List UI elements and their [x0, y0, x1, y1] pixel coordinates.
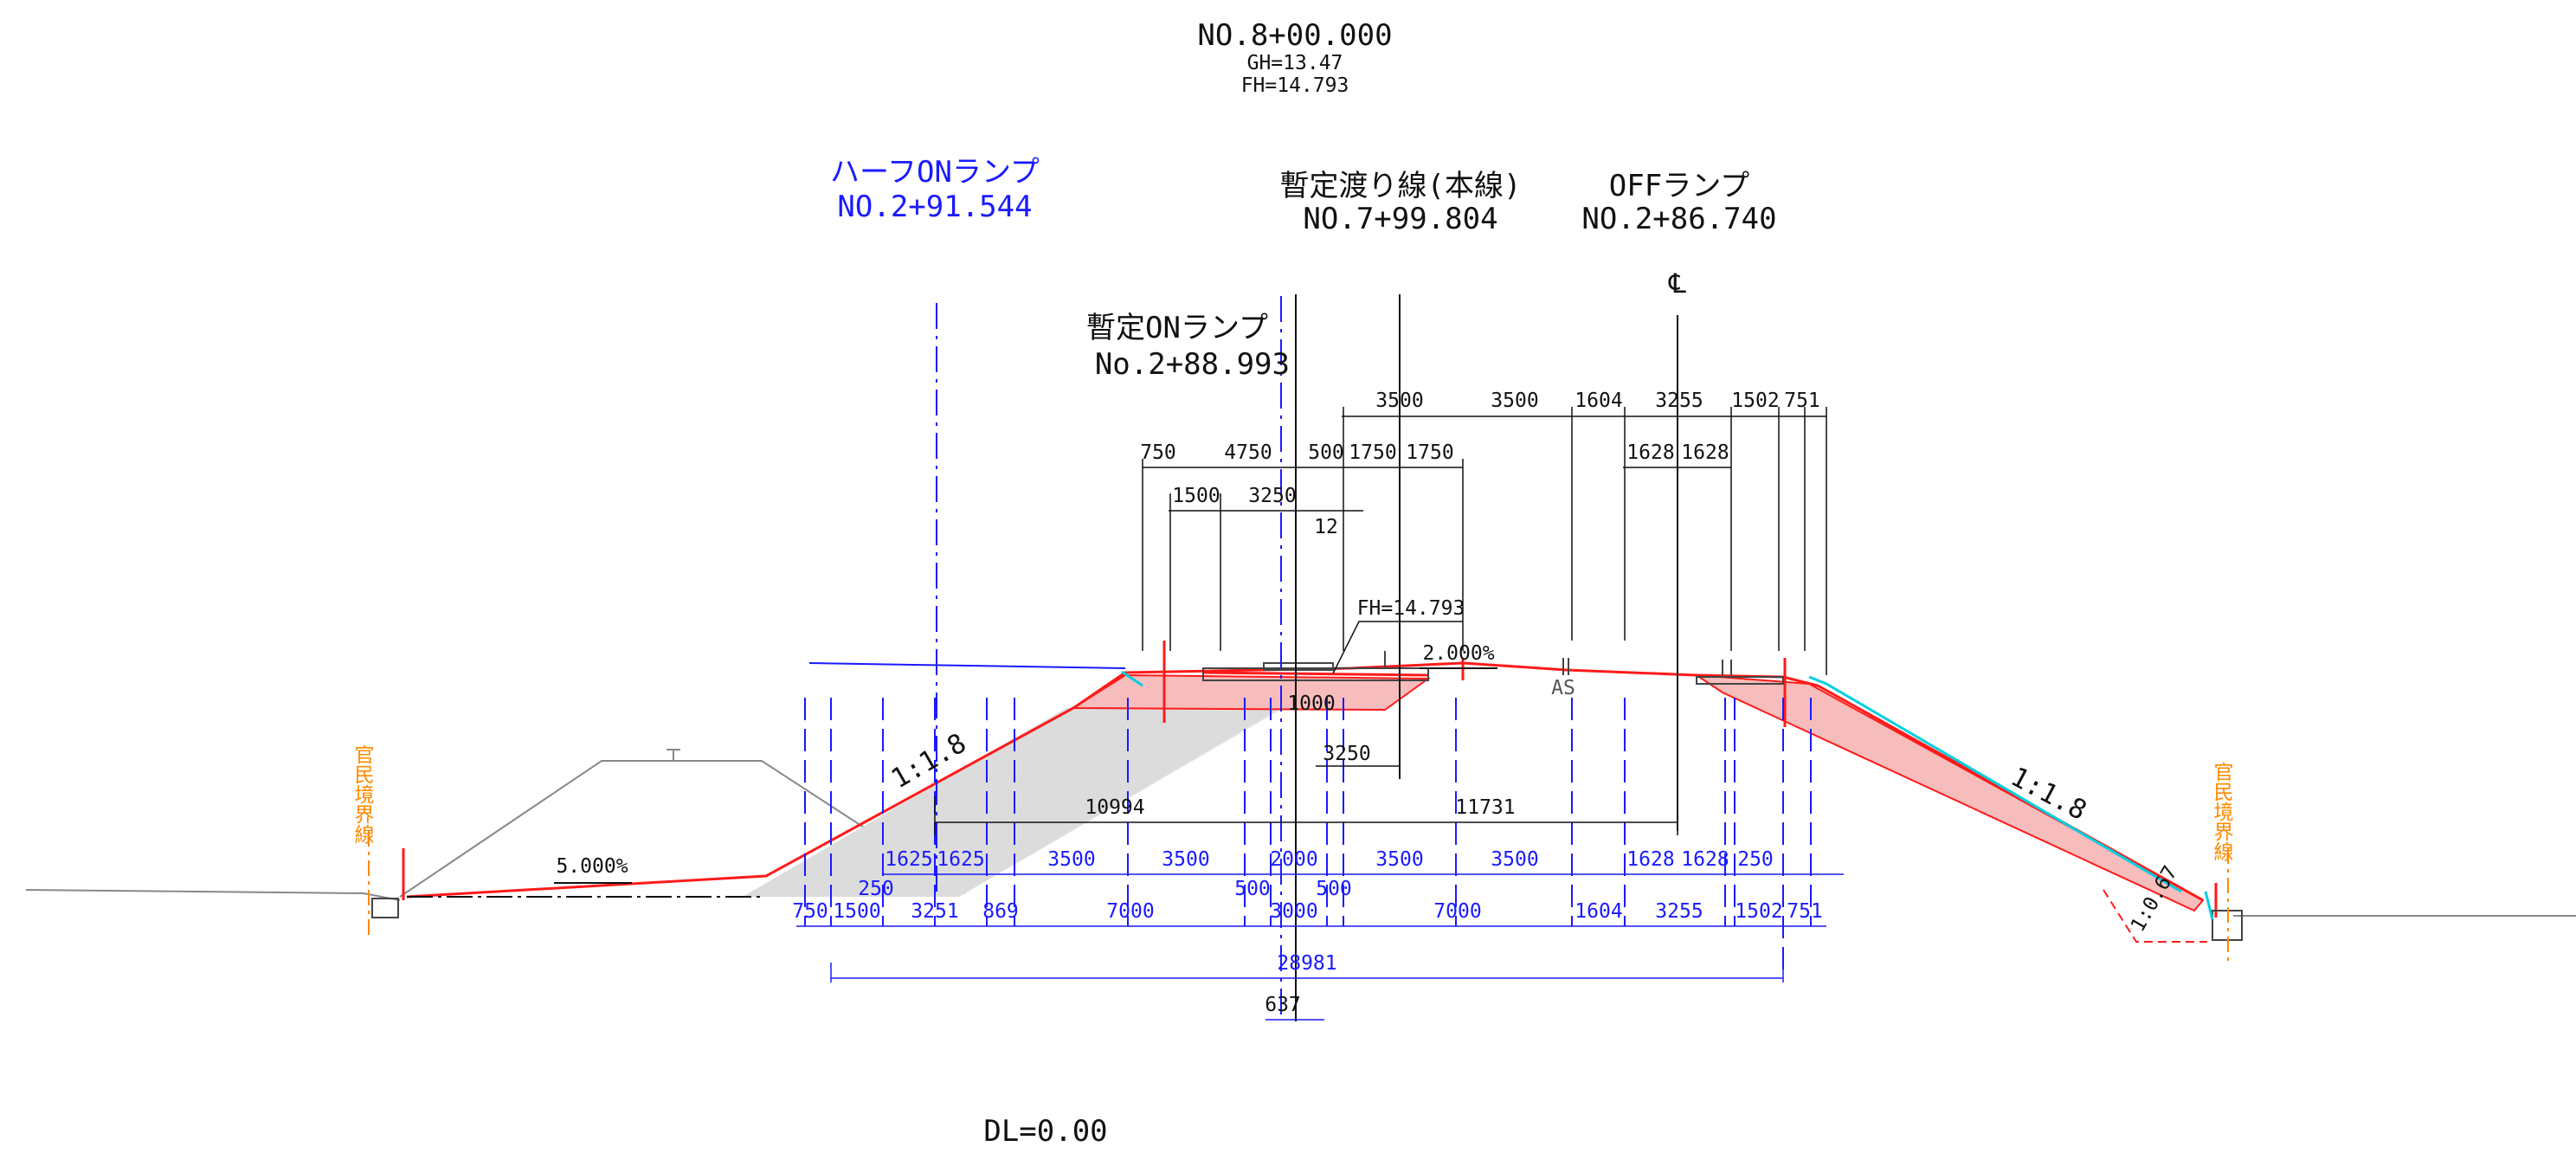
fh-leader: [1332, 621, 1463, 674]
dim-b-10: 1502: [1735, 900, 1782, 923]
dim-a-4: 3500: [1162, 848, 1209, 871]
structure-outlines: [371, 651, 2243, 941]
reference-verticals: [936, 296, 1282, 1021]
boundary-right-label: 官民境界線: [2210, 762, 2234, 861]
dim-2-1: 750: [1140, 441, 1176, 464]
dim-a-small-2: 500: [1234, 878, 1271, 900]
dim-2-4: 1750: [1349, 441, 1396, 464]
fh-value: FH=14.793: [1241, 74, 1349, 97]
mark-1000: 1000: [1287, 692, 1335, 715]
temp-crossover-label: 暫定渡り線(本線): [1280, 169, 1522, 203]
cut-area-fill-2: [743, 675, 1421, 897]
off-ramp-station: NO.2+86.740: [1581, 202, 1776, 236]
temp-on-ramp-label: 暫定ONランプ: [1086, 311, 1268, 345]
dim-b-8: 1604: [1575, 900, 1622, 923]
dim-a-1: 1625: [885, 848, 932, 871]
dim-mid-2: 11731: [1455, 796, 1515, 819]
road-surface: [406, 641, 2204, 902]
dim-a-9: 1628: [1681, 848, 1729, 871]
dim-b-6: 3000: [1270, 900, 1317, 923]
dim-top-3: 1604: [1575, 390, 1622, 412]
temp-on-ramp-station: No.2+88.993: [1095, 347, 1290, 382]
dim-b-11: 751: [1787, 900, 1823, 923]
dim-a-8: 1628: [1626, 848, 1674, 871]
off-ramp-label: OFFランプ: [1609, 169, 1749, 203]
dim-3-1: 1500: [1172, 485, 1220, 507]
right-slope-fill: [1693, 673, 2205, 912]
dim-a-10: 250: [1737, 848, 1774, 871]
right-subgrade-dashed: [2103, 889, 2207, 943]
half-on-ramp-label: ハーフONランプ: [830, 155, 1040, 190]
dim-2-2: 4750: [1224, 441, 1272, 464]
temp-crossover-station: NO.7+99.804: [1303, 202, 1497, 236]
dim-a-3: 3500: [1047, 848, 1095, 871]
dim-top-6: 751: [1784, 390, 1820, 412]
dim-top-4: 3255: [1655, 390, 1703, 412]
dim-a-small-1: 250: [858, 878, 894, 900]
half-on-ramp-station: NO.2+91.544: [837, 190, 1032, 224]
dim-a-6: 3500: [1375, 848, 1423, 871]
dim-top-2: 3500: [1491, 390, 1538, 412]
fh-callout: FH=14.793: [1357, 597, 1465, 620]
dim-a-small-3: 500: [1316, 878, 1352, 900]
dim-a-2: 1625: [937, 848, 984, 871]
boundary-posts-red: [402, 848, 2218, 918]
as-mark: AS: [1551, 677, 1575, 699]
drainage-lines: [1121, 670, 2214, 920]
dim-2r-1: 1628: [1626, 441, 1674, 464]
dim-top-1: 3500: [1375, 390, 1423, 412]
datum-label: DL=0.00: [983, 1114, 1107, 1149]
dim-top-5: 1502: [1731, 390, 1779, 412]
dim-b-5: 7000: [1106, 900, 1154, 923]
blue-dim-lines: [796, 873, 1844, 1021]
mark-12: 12: [1314, 516, 1338, 538]
cross-slope-label: 2.000%: [1422, 642, 1494, 665]
dim-bottom: 637: [1265, 994, 1301, 1016]
dim-total: 28981: [1277, 952, 1336, 975]
gh-value: GH=13.47: [1247, 52, 1343, 74]
dim-2r-2: 1628: [1681, 441, 1729, 464]
dim-2-3: 500: [1308, 441, 1344, 464]
dim-b-2: 1500: [833, 900, 880, 923]
dim-b-3: 3251: [911, 900, 958, 923]
mark-3250: 3250: [1323, 743, 1370, 765]
station-header: NO.8+00.000: [1197, 18, 1392, 53]
dim-2-5: 1750: [1406, 441, 1453, 464]
boundary-left-label: 官民境界線: [351, 744, 375, 844]
centerline-mark: ℄: [1668, 268, 1686, 300]
dim-mid-1: 10994: [1085, 796, 1144, 819]
ground-slope-label: 5.000%: [556, 855, 628, 878]
dim-b-9: 3255: [1655, 900, 1703, 923]
dim-b-4: 869: [982, 900, 1019, 923]
dim-b-1: 750: [792, 900, 828, 923]
existing-ground: [25, 749, 2576, 917]
dim-a-7: 3500: [1491, 848, 1538, 871]
dim-3-2: 3250: [1248, 485, 1296, 507]
left-slope-guide: [808, 662, 1126, 669]
black-dim-lines: [934, 407, 1827, 835]
dim-a-5: 2000: [1270, 848, 1317, 871]
dim-b-7: 7000: [1433, 900, 1481, 923]
